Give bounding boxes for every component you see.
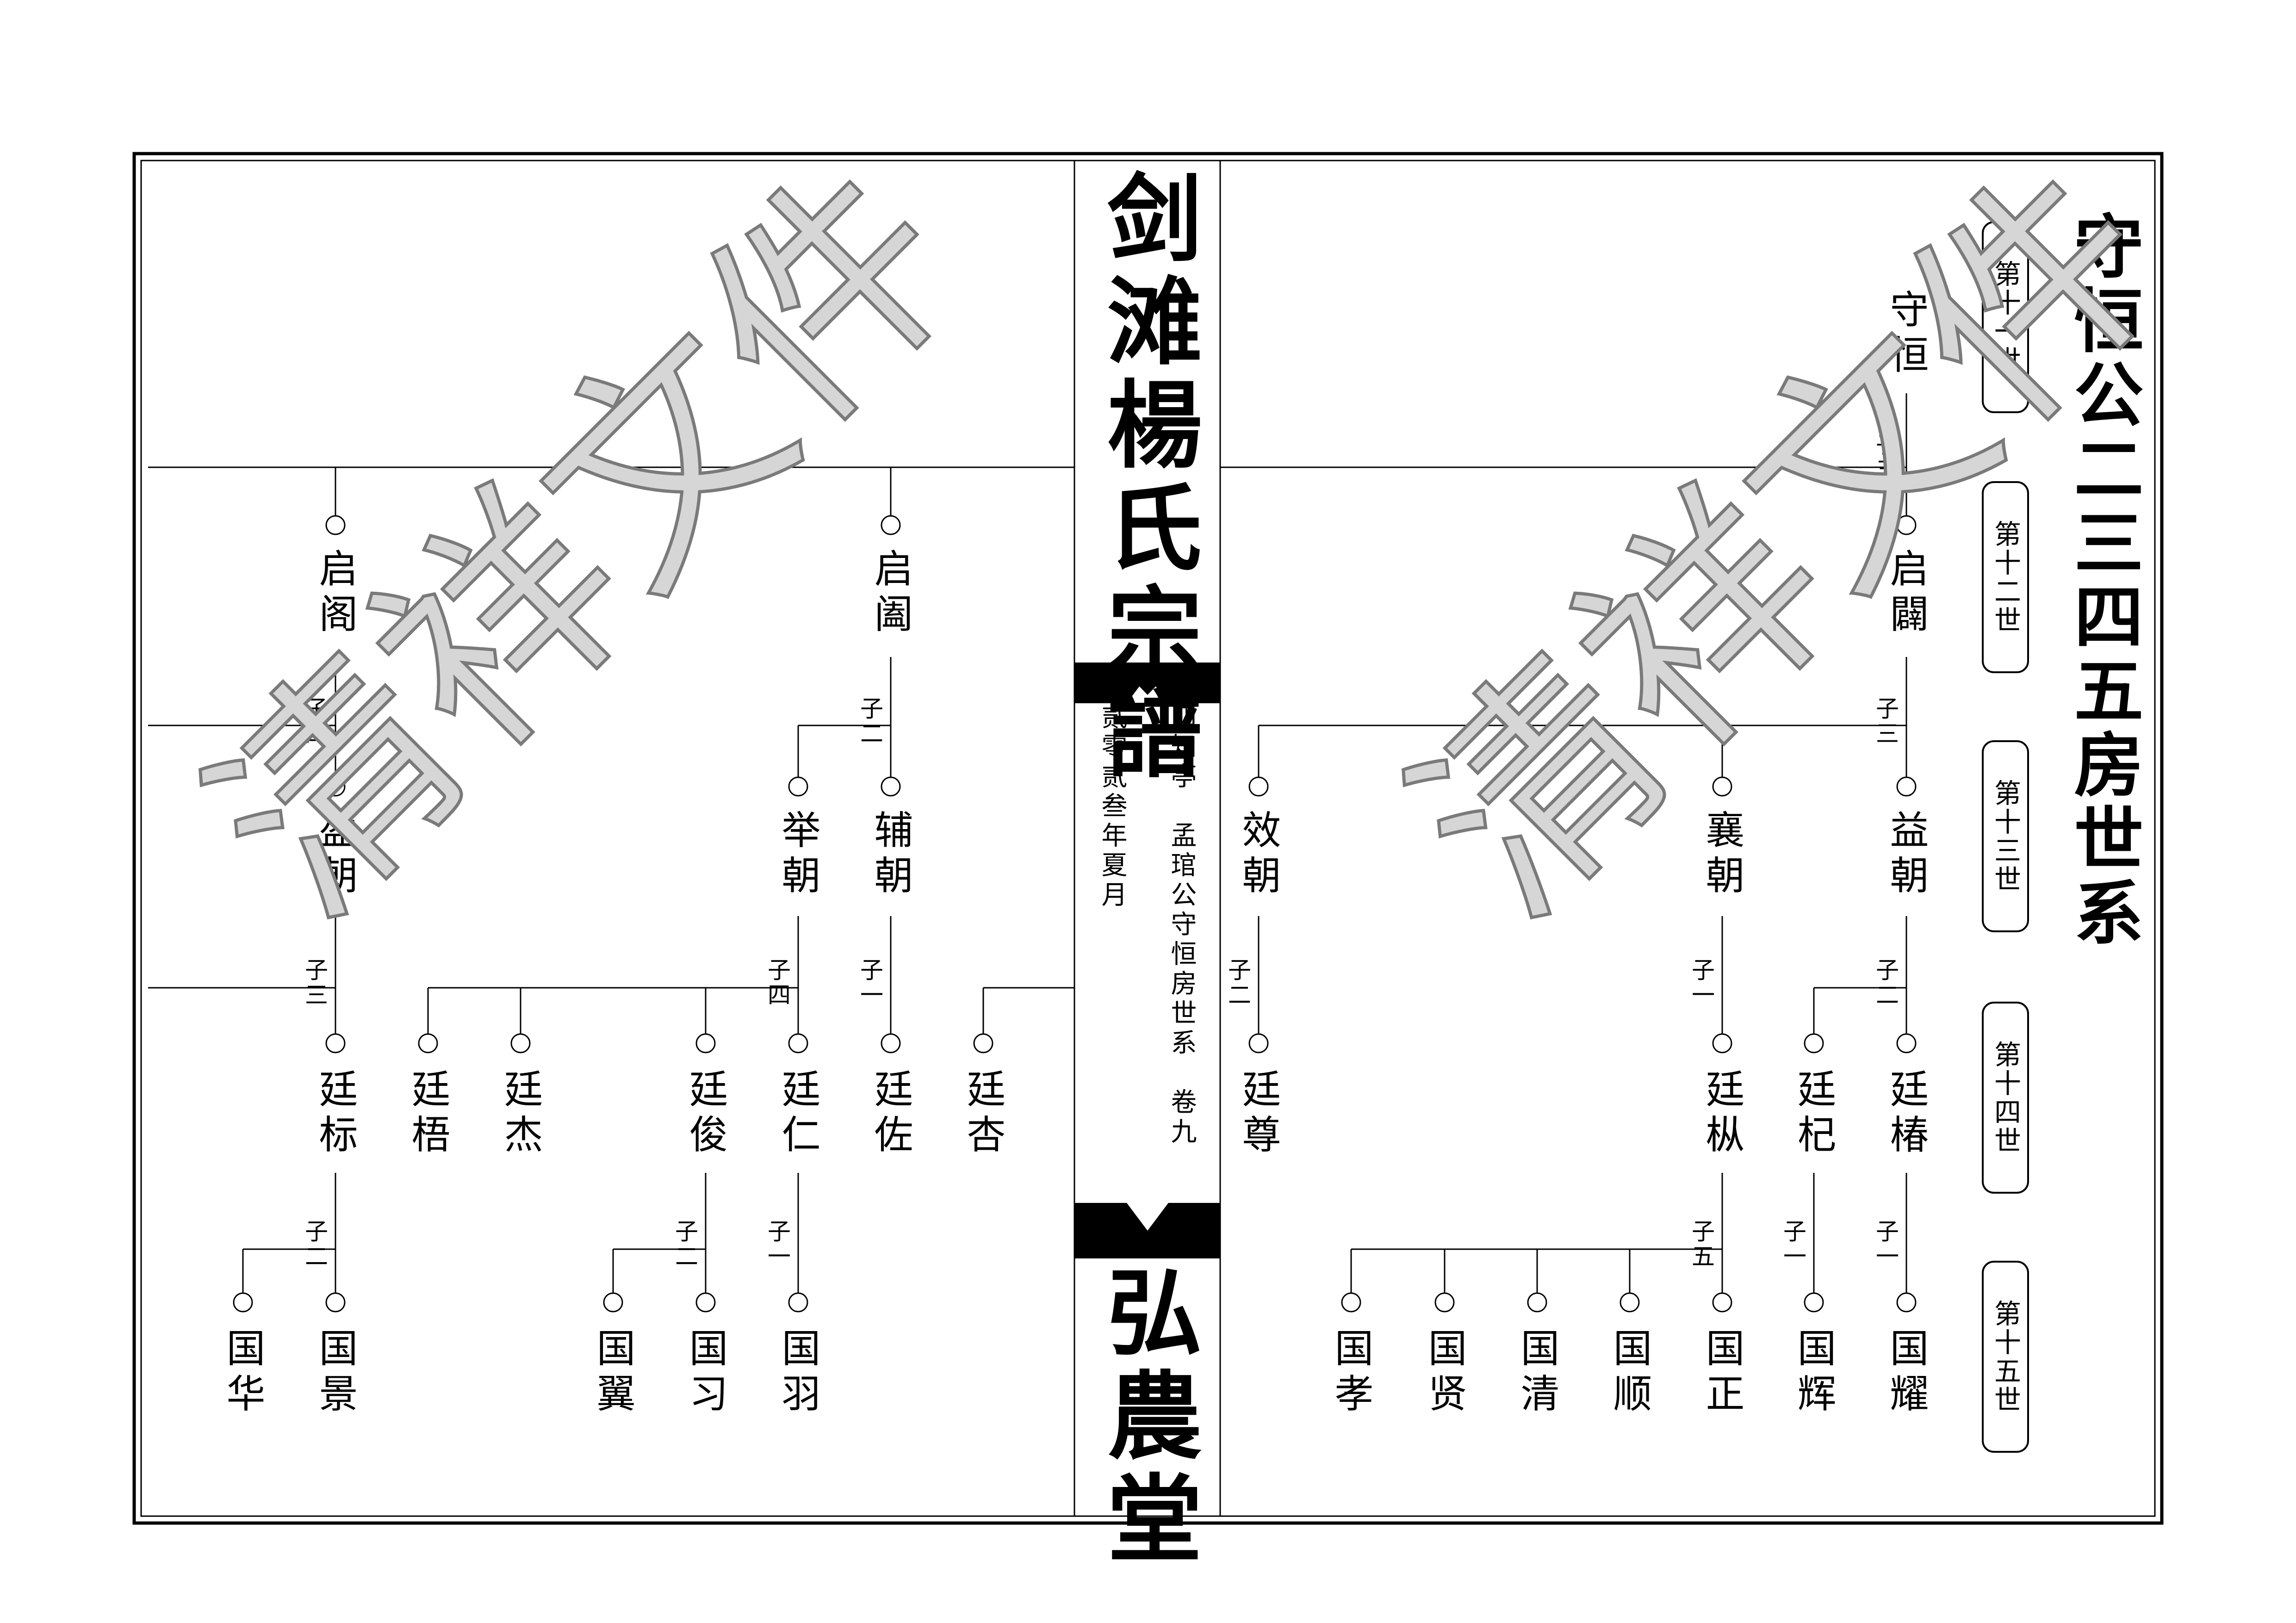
person-name: 启阁 <box>313 548 358 639</box>
person-name: 廷仁 <box>776 1069 821 1159</box>
child-count: 子四 <box>301 696 328 746</box>
child-count: 子一 <box>1872 1219 1899 1269</box>
person-name: 国贤 <box>1422 1328 1467 1419</box>
spine-date-line: 贰零贰叁年夏月 <box>1097 703 1127 911</box>
child-count: 子二 <box>856 696 883 746</box>
person-name: 廷标 <box>313 1069 358 1159</box>
child-count: 子三 <box>1872 696 1899 746</box>
generation-label: 第十一世 <box>1982 221 2029 413</box>
person-name: 国辉 <box>1791 1328 1837 1419</box>
generation-label: 第十五世 <box>1982 1261 2029 1453</box>
person-name: 廷杰 <box>498 1069 543 1159</box>
person-name: 辅朝 <box>868 810 913 900</box>
person-name: 举朝 <box>776 810 821 900</box>
child-count: 子二 <box>301 1219 328 1269</box>
person-name: 效朝 <box>1236 810 1281 900</box>
person-name: 国景 <box>313 1328 358 1419</box>
person-name: 廷杏 <box>961 1069 1006 1159</box>
spine-volume-line: 四知亭 孟琯公守恒房世系 卷九 <box>1167 703 1197 1147</box>
person-name: 盈朝 <box>313 810 358 900</box>
person-name: 廷枞 <box>1700 1069 1745 1159</box>
person-name: 国翼 <box>590 1328 636 1419</box>
person-name: 守恒 <box>1884 289 1929 380</box>
person-name: 国习 <box>683 1328 728 1419</box>
person-name: 国正 <box>1700 1328 1745 1419</box>
person-name: 廷尊 <box>1236 1069 1281 1159</box>
generation-label: 第十三世 <box>1982 740 2029 932</box>
child-count: 子五 <box>1688 1219 1715 1269</box>
child-count: 子三 <box>301 958 328 1008</box>
person-name: 襄朝 <box>1700 810 1745 900</box>
child-count: 子二 <box>1872 958 1899 1008</box>
generation-label: 第十四世 <box>1982 1002 2029 1194</box>
person-name: 国耀 <box>1884 1328 1929 1419</box>
person-name: 益朝 <box>1884 810 1929 900</box>
child-count: 子一 <box>856 958 883 1008</box>
person-name: 廷佐 <box>868 1069 913 1159</box>
child-count: 子四 <box>764 958 791 1008</box>
person-name: 廷椿 <box>1884 1069 1929 1159</box>
hall-name: 弘農堂 <box>1091 1263 1202 1573</box>
person-name: 启闢 <box>1884 548 1929 639</box>
child-count: 子二 <box>671 1219 698 1269</box>
person-name: 启阖 <box>868 548 913 639</box>
book-title: 剑滩楊氏宗譜 <box>1091 169 1202 788</box>
child-count: 子一 <box>1688 958 1715 1008</box>
child-count: 子二 <box>1224 958 1251 1008</box>
person-name: 国顺 <box>1607 1328 1652 1419</box>
person-name: 国清 <box>1514 1328 1560 1419</box>
generation-label: 第十二世 <box>1982 481 2029 673</box>
person-name: 廷杞 <box>1791 1069 1837 1159</box>
child-count: 子五 <box>1872 433 1899 483</box>
child-count: 子一 <box>1780 1219 1806 1269</box>
person-name: 廷俊 <box>683 1069 728 1159</box>
person-name: 国羽 <box>776 1328 821 1419</box>
child-count: 子一 <box>764 1219 791 1269</box>
section-title: 守恒公二三四五房世系 <box>2062 211 2144 951</box>
person-name: 廷梧 <box>405 1069 451 1159</box>
person-name: 国孝 <box>1328 1328 1374 1419</box>
person-name: 国华 <box>220 1328 266 1419</box>
